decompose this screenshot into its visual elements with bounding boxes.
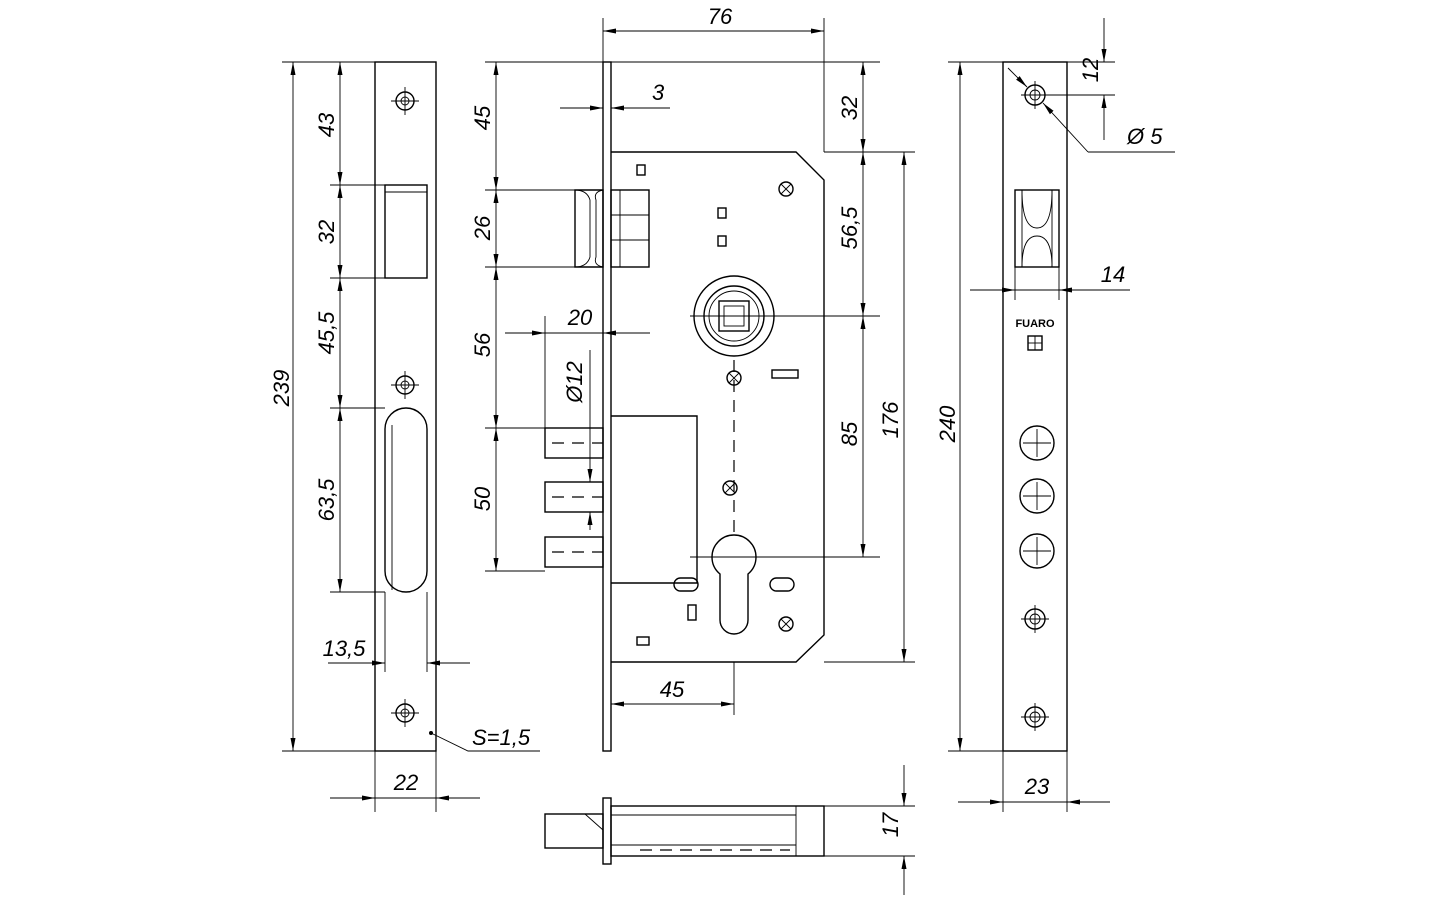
dim-strike-gap: 45,5 [314,311,339,355]
latch-bolt [574,164,650,268]
faceplate-screw-icon [1021,605,1049,633]
case-screw-icon [778,616,794,632]
strike-plate-outline [374,61,437,752]
strike-screw-icon [391,371,419,399]
dim-latch-height: 26 [470,215,495,241]
dim-overall-width: 76 [708,4,733,29]
strike-screw-icon [391,87,419,115]
latch-face [1014,189,1060,268]
dim-bolt-spacing: 50 [470,486,495,511]
dim-spindle-from-top: 56,5 [837,206,862,250]
dim-faceplate-thickness: 3 [652,80,665,105]
faceplate-view: FUARO 240 [935,18,1175,812]
strike-latch-window [384,184,428,279]
dim-case-depth: 17 [878,812,903,837]
euro-cylinder-cutout [690,534,880,635]
dim-strike-window-width: 13,5 [323,636,367,661]
strike-plate-view: 239 43 32 45,5 63,5 13,5 S=1,5 22 [269,61,540,812]
dead-bolts [544,427,604,568]
dim-strike-bolt-window: 63,5 [314,478,339,522]
dim-center-distance: 85 [837,421,862,446]
case-screw-icon [722,480,738,496]
dim-strike-latch-window: 32 [314,220,339,244]
dim-case-top-offset: 32 [837,96,862,120]
dim-latch-face-width: 14 [1101,262,1125,287]
dim-faceplate-height: 240 [935,405,960,443]
dim-faceplate-width: 23 [1024,774,1050,799]
bolt-hole-icon [1019,533,1055,569]
case-bottom [610,805,825,857]
faceplate-screw-icon [1021,703,1049,731]
dim-strike-thickness: S=1,5 [472,725,531,750]
dim-strike-top: 43 [314,112,339,137]
faceplate-outline [1002,61,1068,752]
dim-rebate: 20 [567,305,593,330]
dim-backset: 45 [660,677,685,702]
dim-screw-hole-diameter: Ø 5 [1126,124,1163,149]
dim-case-height: 176 [878,401,903,438]
dim-faceplate-screw-top: 12 [1078,58,1103,82]
dim-strike-width: 22 [393,770,418,795]
case-screw-icon [778,181,794,197]
dim-bolt-diameter: Ø12 [562,361,587,404]
faceplate-side [602,61,612,752]
lock-bottom-view: 17 [544,765,915,895]
strike-bolt-slot [384,407,428,593]
dim-top-offset-left: 45 [470,105,495,130]
strike-screw-icon [391,699,419,727]
dim-spindle-offset: 56 [470,332,495,357]
bolt-hole-icon [1019,425,1055,461]
brand-logo: FUARO [1015,318,1055,330]
lock-case [611,151,825,663]
dim-strike-height: 239 [269,370,294,408]
lock-body-view: 76 3 45 26 56 50 20 Ø12 45 32 56,5 85 [470,4,915,752]
bolt-hole-icon [1019,478,1055,514]
